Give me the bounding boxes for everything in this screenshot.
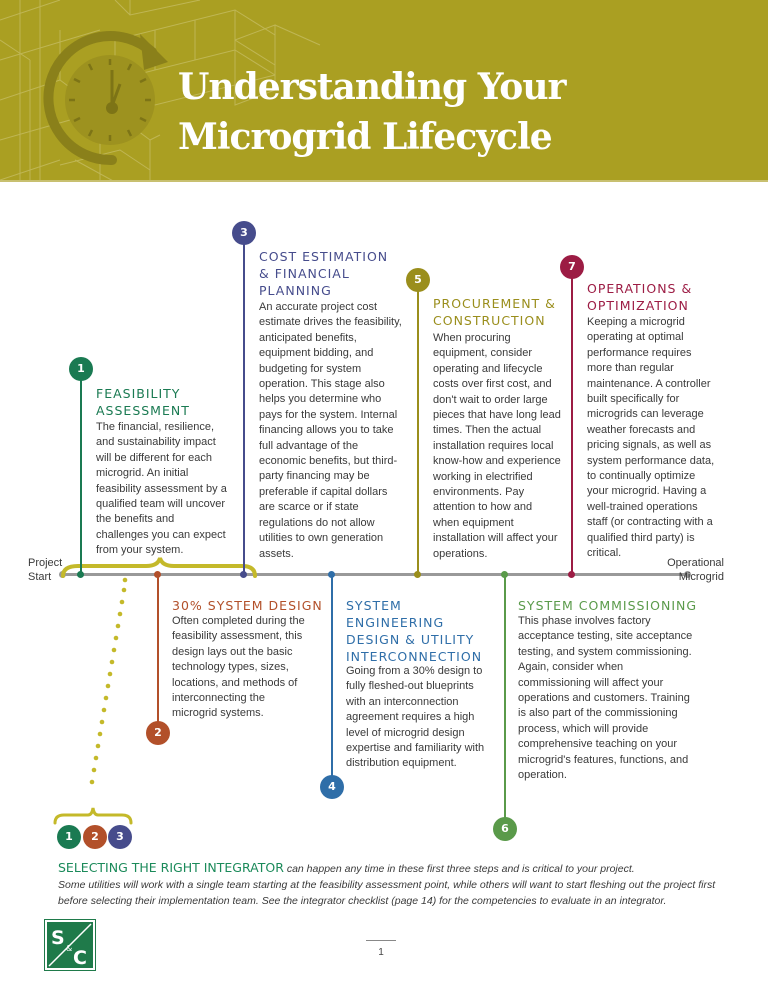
step-6-line (504, 574, 506, 820)
step-6-heading: System Commissioning (518, 598, 698, 613)
logo-diagonal: S & C (48, 923, 92, 969)
page-number: 1 (366, 940, 396, 958)
integrator-badge-3: 3 (108, 825, 132, 849)
step-2-body: Often completed during the feasibility a… (172, 615, 305, 720)
project-start-label: Project Start (28, 557, 63, 583)
step-5-body: When procuring equipment, consider opera… (433, 332, 561, 560)
step-4-line (331, 574, 333, 778)
svg-text:C: C (73, 947, 87, 968)
svg-text:S: S (51, 927, 65, 949)
step-1-body: The financial, resilience, and sustainab… (96, 421, 227, 557)
step-5-heading: PROCUREMENT & CONSTRUCTION (433, 296, 556, 328)
step-5-dot (414, 571, 421, 578)
step-3-line (243, 242, 245, 574)
step-2-heading: 30% System Design (172, 598, 323, 613)
step-1-heading: FEASIBILITY ASSESSMENT (96, 386, 190, 418)
integrator-lead: SELECTING THE RIGHT INTEGRATOR (58, 860, 284, 875)
step-2-badge: 2 (146, 721, 170, 745)
svg-text:&: & (66, 944, 72, 953)
integrator-badge-1: 1 (57, 825, 81, 849)
page-title: Understanding Your Microgrid Lifecycle (178, 66, 566, 158)
step-4-heading: SYSTEM ENGINEERING DESIGN & UTILITY INTE… (346, 598, 483, 664)
header-banner: Understanding Your Microgrid Lifecycle (0, 0, 768, 182)
step-3-heading: COST ESTIMATION & FINANCIAL PLANNING (259, 249, 389, 298)
timeline-end-dot (684, 571, 691, 578)
brace-integrator (53, 807, 133, 825)
operational-microgrid-label: Operational Microgrid (667, 557, 724, 583)
step-7-badge: 7 (560, 255, 584, 279)
sandc-logo: S & C (44, 919, 96, 971)
step-4-body: Going from a 30% design to fully fleshed… (346, 665, 485, 770)
step-7-dot (568, 571, 575, 578)
step-2-dot (154, 571, 161, 578)
step-3-body: An accurate project cost estimate drives… (259, 301, 402, 560)
step-4-dot (328, 571, 335, 578)
step-5-line (417, 290, 419, 574)
step-6-body: This phase involves factory acceptance t… (518, 615, 693, 782)
integrator-badge-2: 2 (83, 825, 107, 849)
step-5-badge: 5 (406, 268, 430, 292)
step-7-body: Keeping a microgrid operating at optimal… (587, 316, 715, 560)
timeline-axis (62, 573, 687, 576)
step-7-heading: OPERATIONS & OPTIMIZATION (587, 281, 693, 313)
step-1-badge: 1 (69, 357, 93, 381)
brace-steps-1-3 (61, 557, 257, 578)
dotted-connector (89, 577, 128, 785)
step-2-line (157, 574, 159, 724)
clock-cycle-icon (43, 31, 168, 166)
step-6-dot (501, 571, 508, 578)
step-3-dot (240, 571, 247, 578)
step-1-line (80, 378, 82, 574)
step-6-badge: 6 (493, 817, 517, 841)
banner-divider (0, 180, 768, 182)
step-3-badge: 3 (232, 221, 256, 245)
step-7-line (571, 276, 573, 574)
integrator-note: SELECTING THE RIGHT INTEGRATOR can happe… (58, 860, 716, 907)
step-4-badge: 4 (320, 775, 344, 799)
step-1-dot (77, 571, 84, 578)
